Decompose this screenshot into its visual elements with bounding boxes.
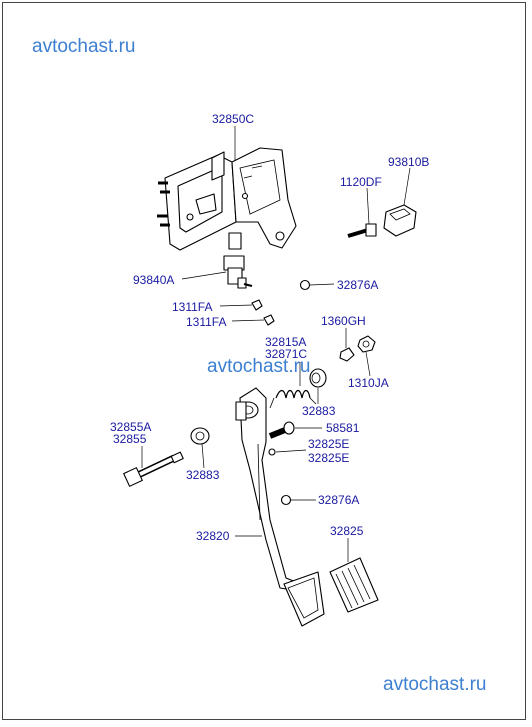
label-93810b: 93810B (388, 155, 429, 169)
label-93840a: 93840A (133, 273, 174, 287)
watermark-middle: avtochast.ru (207, 356, 311, 377)
return-spring-drawing (269, 389, 317, 409)
label-32876a-top: 32876A (337, 278, 378, 292)
diagram-frame (2, 2, 526, 720)
bushing-32883-bottom-drawing (190, 427, 210, 445)
pedal-arm-drawing (235, 387, 325, 627)
label-32876a-bottom: 32876A (318, 493, 359, 507)
label-1311fa-1: 1311FA (172, 300, 212, 314)
pedal-bracket-drawing (157, 147, 297, 251)
label-1360gh: 1360GH (321, 314, 366, 328)
label-32825e-1: 32825E (308, 437, 349, 451)
leader-32825e (275, 449, 307, 453)
pedal-pad-drawing (329, 557, 379, 613)
label-32850c: 32850C (212, 112, 254, 126)
nut-1360gh-drawing (339, 347, 355, 362)
leader-1311fa-1 (219, 304, 253, 307)
leader-32876a-top (309, 283, 335, 286)
clip-32876a-bottom-drawing (280, 494, 292, 506)
clip-32876a-top-drawing (299, 279, 311, 291)
label-1120df: 1120DF (340, 175, 382, 189)
pin-58581-drawing (268, 421, 295, 439)
leader-93840a (181, 271, 227, 280)
bolt-1120df-drawing (347, 223, 377, 238)
label-32815a: 32815A (265, 335, 306, 349)
leader-1311fa-2 (231, 319, 265, 322)
stop-lamp-switch-drawing (223, 255, 253, 289)
label-32855a: 32855A (110, 420, 151, 434)
label-32883-bottom: 32883 (186, 468, 220, 482)
leader-93810b (403, 167, 411, 206)
nut-1311fa-2-drawing (263, 314, 275, 326)
label-32825: 32825 (330, 524, 364, 538)
block-93810b-drawing (383, 204, 417, 237)
label-32825e-2: 32825E (308, 451, 349, 465)
bushing-32883-top-drawing (309, 368, 327, 388)
leader-1120df (366, 187, 370, 225)
watermark-top: avtochast.ru (32, 36, 136, 57)
label-32855: 32855 (113, 432, 147, 446)
stopper-32825e-drawing (268, 448, 276, 456)
watermark-bottom: avtochast.ru (383, 674, 487, 695)
leader-32883-bottom (201, 443, 205, 469)
pivot-bolt-drawing (123, 451, 184, 487)
label-32883-top: 32883 (302, 404, 336, 418)
label-32820: 32820 (196, 529, 230, 543)
nut-1311fa-1-drawing (251, 299, 263, 311)
label-58581: 58581 (326, 421, 360, 435)
nut-1310ja-drawing (357, 335, 376, 353)
leader-1310ja (365, 351, 371, 377)
label-1311fa-2: 1311FA (186, 315, 226, 329)
label-32871c: 32871C (265, 347, 307, 361)
label-1310ja: 1310JA (348, 376, 389, 390)
